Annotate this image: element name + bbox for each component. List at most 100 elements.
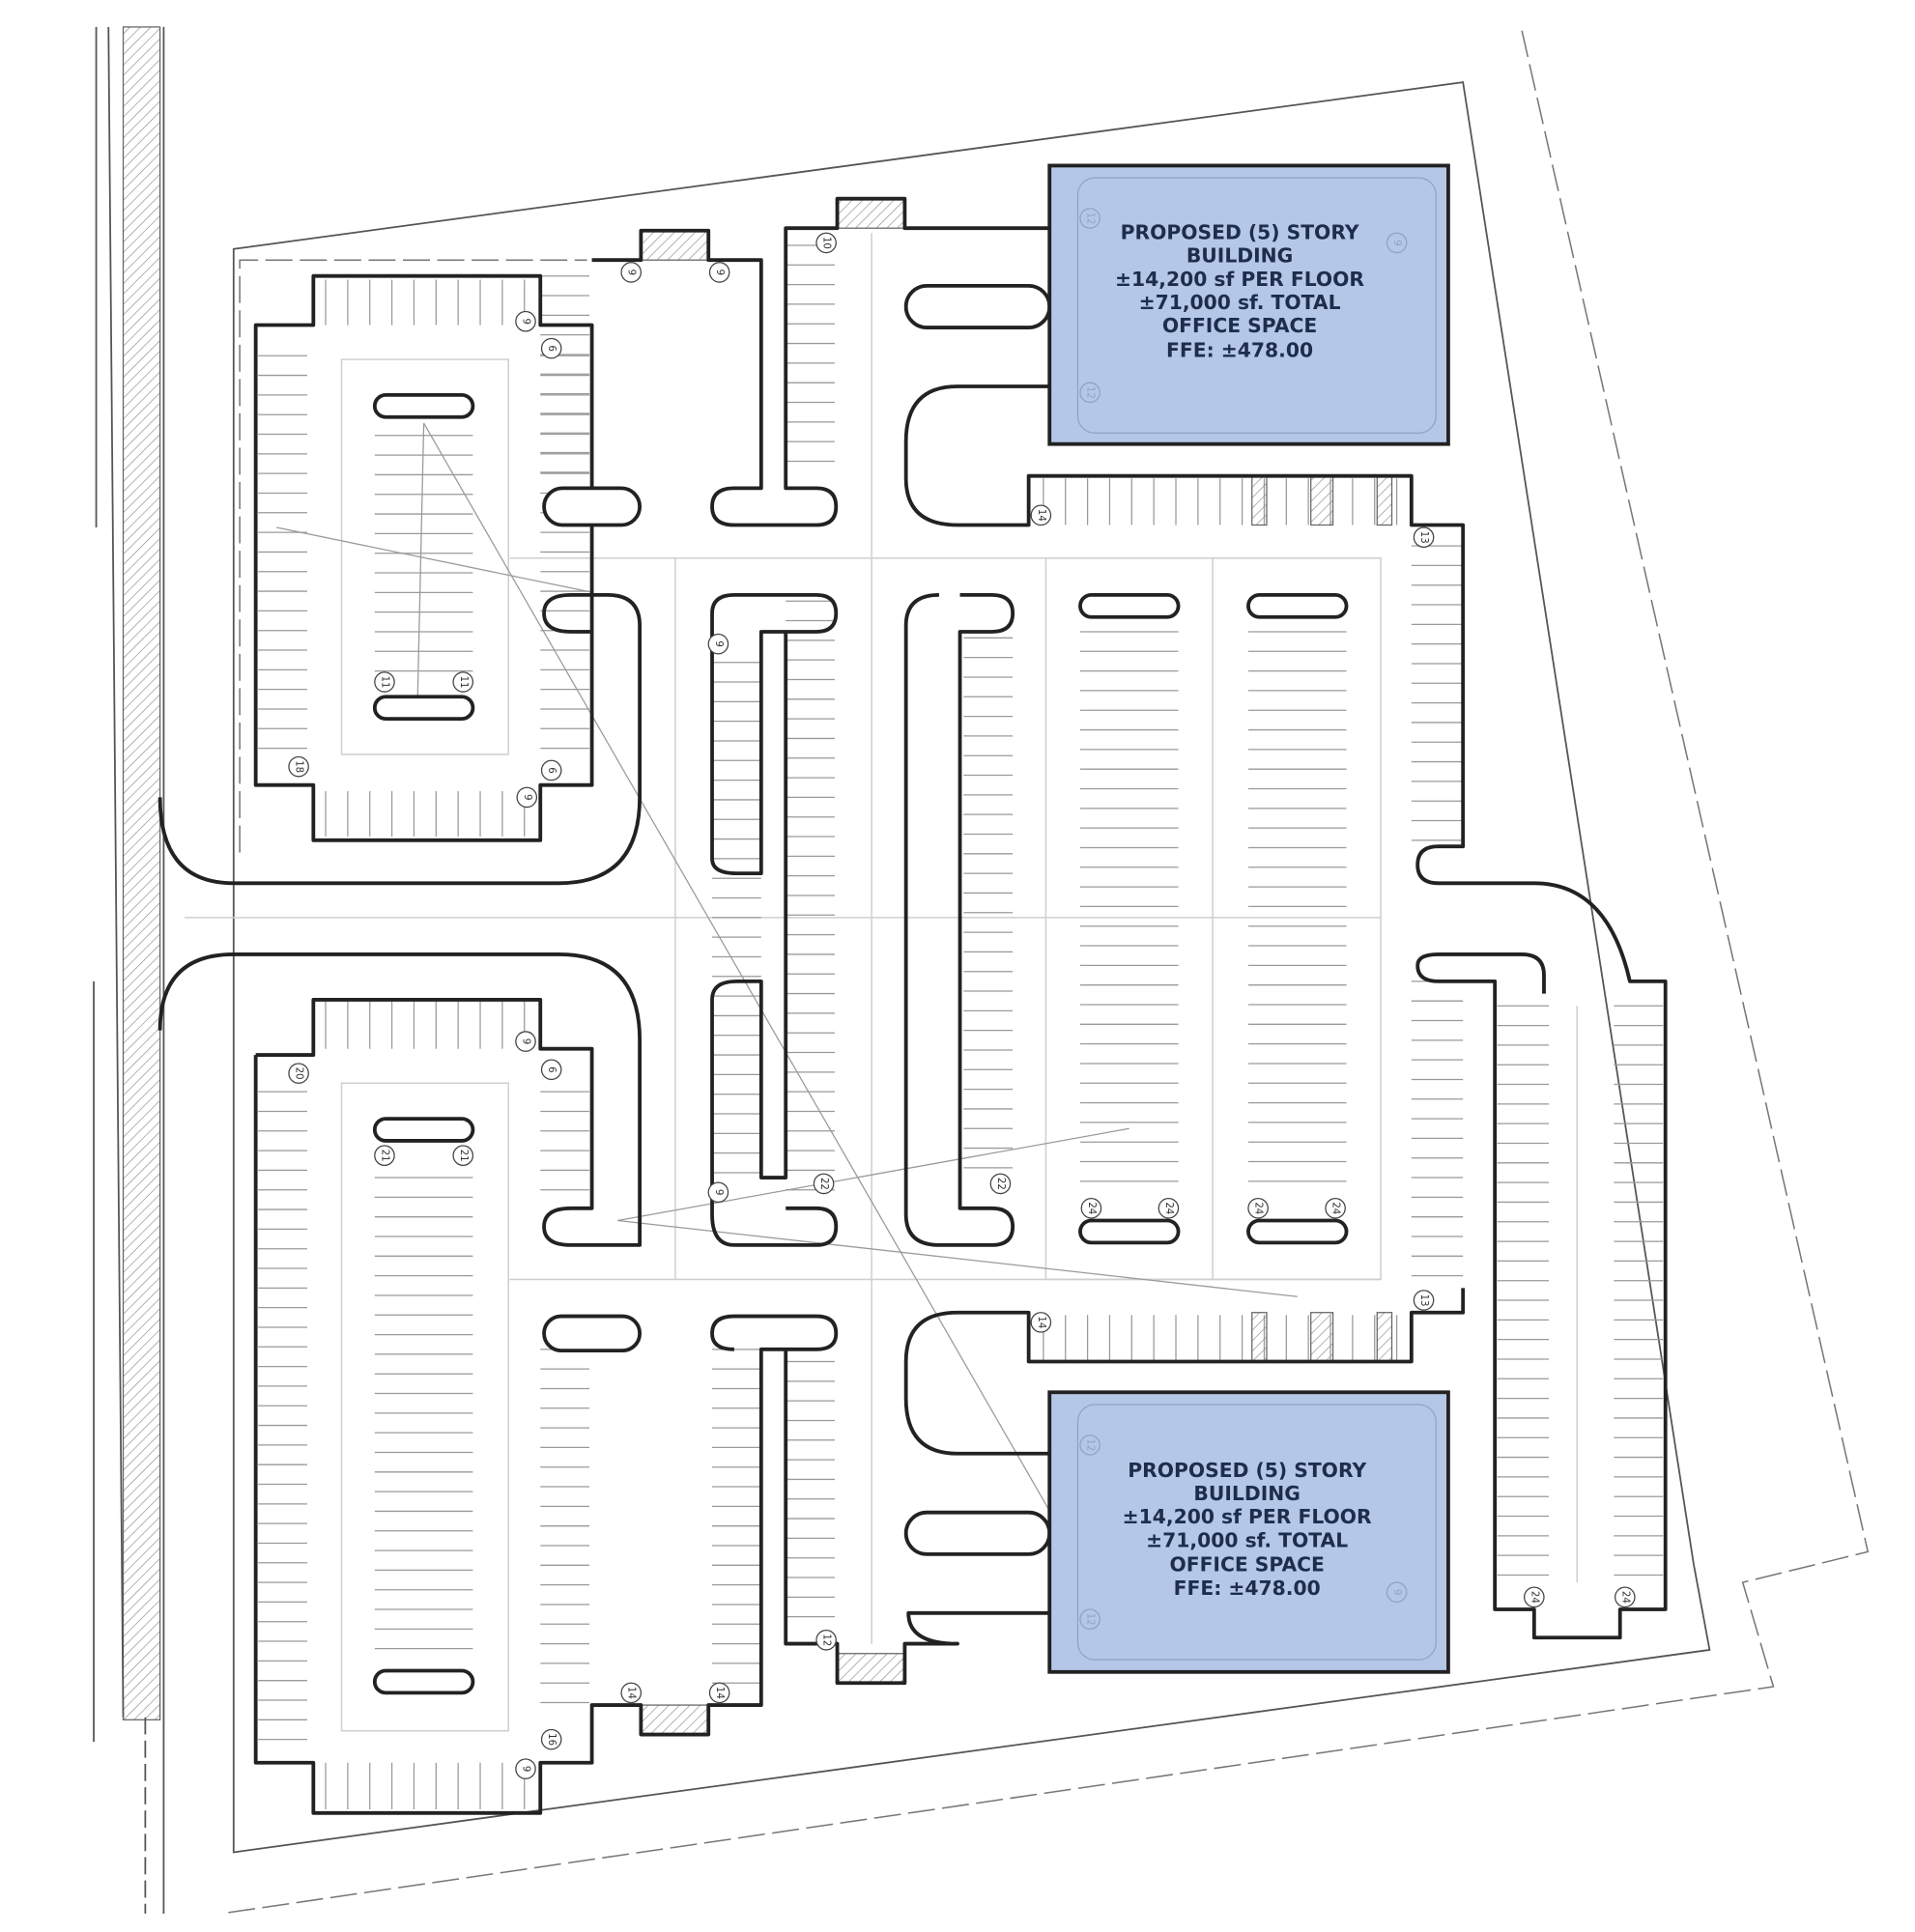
svg-text:10: 10	[821, 237, 832, 249]
aisle-centerlines	[185, 233, 1579, 1732]
stall-count-tag: 18	[288, 755, 309, 778]
svg-text:9: 9	[626, 270, 637, 275]
svg-text:6: 6	[546, 1066, 557, 1072]
stall-count-tag: 9	[1386, 232, 1408, 254]
stall-count-tag: 9	[620, 262, 643, 283]
svg-text:12: 12	[1085, 1613, 1096, 1626]
svg-text:16: 16	[546, 1733, 557, 1746]
svg-text:9: 9	[521, 1766, 531, 1772]
stall-count-tag: 13	[1413, 1290, 1435, 1311]
stall-line	[276, 526, 593, 593]
svg-text:24: 24	[1330, 1202, 1341, 1214]
svg-text:11: 11	[458, 676, 469, 689]
stall-count-tag: 9	[515, 310, 536, 332]
stall-count-tag: 6	[540, 1059, 562, 1081]
stall-count-tag: 13	[1413, 526, 1435, 548]
svg-text:14: 14	[1036, 509, 1046, 522]
building-south-label-5: OFFICE SPACE	[1169, 1553, 1324, 1577]
svg-text:9: 9	[713, 640, 724, 646]
stall-line	[617, 1219, 1298, 1297]
building-south-label-2: BUILDING	[1193, 1482, 1300, 1505]
svg-text:9: 9	[521, 1038, 531, 1044]
stall-count-tag: 9	[707, 633, 729, 655]
property-line	[232, 81, 1711, 1854]
stall-count-tag: 9	[515, 1758, 536, 1779]
stall-count-tag: 9	[707, 1181, 729, 1204]
building-north[interactable]: PROPOSED (5) STORY BUILDING ±14,200 sf P…	[1047, 163, 1450, 446]
svg-text:14: 14	[626, 1687, 637, 1699]
building-north-label-4: ±71,000 sf. TOTAL	[1139, 291, 1341, 314]
stall-count-tag: 12	[1079, 1608, 1100, 1630]
svg-text:12: 12	[821, 1634, 832, 1646]
stall-count-tag: 11	[374, 671, 395, 693]
svg-text:13: 13	[1418, 1294, 1429, 1307]
stall-count-tag: 12	[815, 1629, 837, 1651]
stall-line	[423, 422, 1143, 1671]
stall-line	[416, 423, 425, 697]
building-north-label-2: BUILDING	[1186, 244, 1293, 268]
svg-text:22: 22	[818, 1178, 829, 1190]
svg-text:9: 9	[1391, 1589, 1402, 1595]
stall-count-tag: 20	[288, 1063, 309, 1084]
stall-count-tag: 14	[620, 1682, 643, 1704]
stall-count-tag: 24	[1524, 1586, 1545, 1608]
stall-count-tag: 14	[1030, 1312, 1052, 1333]
svg-text:12: 12	[1085, 213, 1096, 225]
svg-text:9: 9	[522, 794, 532, 800]
stall-count-tag: 6	[540, 337, 562, 359]
building-north-label-5: OFFICE SPACE	[1162, 314, 1317, 337]
building-north-label-6: FFE: ±478.00	[1166, 339, 1313, 362]
svg-text:21: 21	[379, 1150, 389, 1162]
stall-count-tag: 12	[1079, 208, 1100, 229]
stall-count-tag: 9	[708, 262, 730, 283]
stall-count-tag: 24	[1247, 1197, 1269, 1219]
building-south-label-1: PROPOSED (5) STORY	[1128, 1459, 1366, 1482]
parking-stalls	[258, 244, 1664, 1810]
stall-count-tag: 22	[813, 1173, 835, 1195]
stall-count-tag: 9	[516, 786, 538, 809]
stall-count-tag: 21	[452, 1145, 474, 1166]
stall-line	[617, 1127, 1129, 1222]
svg-text:11: 11	[379, 676, 389, 689]
stall-count-tag: 24	[1615, 1586, 1636, 1608]
stall-count-tags: 9 6 18 9 6 11 11 9 9 10 9 14 13 6 9 20 21 21 9 22 22 24 24 24 24…	[288, 208, 1636, 1779]
svg-text:6: 6	[546, 767, 557, 773]
svg-text:24: 24	[1253, 1202, 1264, 1214]
svg-text:9: 9	[1391, 240, 1402, 245]
svg-text:24: 24	[1086, 1202, 1097, 1214]
svg-text:12: 12	[1085, 386, 1096, 399]
stall-count-tag: 16	[540, 1728, 562, 1750]
stall-count-tag: 10	[815, 232, 837, 254]
svg-text:20: 20	[294, 1067, 304, 1080]
stall-count-tag: 14	[1030, 504, 1052, 526]
stall-count-tag: 9	[515, 1031, 536, 1052]
curb-lines	[157, 196, 1668, 1815]
stall-count-tag: 9	[1386, 1581, 1408, 1604]
svg-text:24: 24	[1619, 1591, 1630, 1604]
railroad-corridor	[93, 26, 165, 1914]
building-south-label-4: ±71,000 sf. TOTAL	[1146, 1528, 1348, 1551]
svg-text:9: 9	[521, 318, 531, 324]
stall-count-tag: 6	[540, 759, 562, 781]
hatched-areas	[640, 198, 1393, 1736]
svg-text:9: 9	[714, 270, 725, 275]
building-north-label-1: PROPOSED (5) STORY	[1121, 221, 1359, 244]
svg-text:6: 6	[546, 345, 557, 351]
stall-count-tag: 12	[1079, 382, 1100, 404]
building-south[interactable]: PROPOSED (5) STORY BUILDING ±14,200 sf P…	[1047, 1390, 1450, 1674]
svg-text:18: 18	[294, 760, 304, 773]
svg-text:9: 9	[713, 1189, 724, 1195]
stall-count-tag: 24	[1080, 1197, 1102, 1219]
stall-count-tag: 14	[708, 1682, 730, 1704]
svg-text:24: 24	[1529, 1591, 1539, 1604]
stall-count-tag: 21	[374, 1145, 395, 1166]
svg-text:12: 12	[1085, 1438, 1096, 1451]
stall-count-tag: 11	[452, 671, 474, 693]
stall-count-tag: 12	[1079, 1435, 1100, 1456]
offsite-boundary	[220, 30, 1870, 1915]
building-north-label-3: ±14,200 sf PER FLOOR	[1115, 268, 1364, 291]
stall-count-tag: 22	[989, 1173, 1012, 1195]
building-south-label-6: FFE: ±478.00	[1174, 1577, 1321, 1600]
stall-count-tag: 24	[1158, 1197, 1180, 1219]
